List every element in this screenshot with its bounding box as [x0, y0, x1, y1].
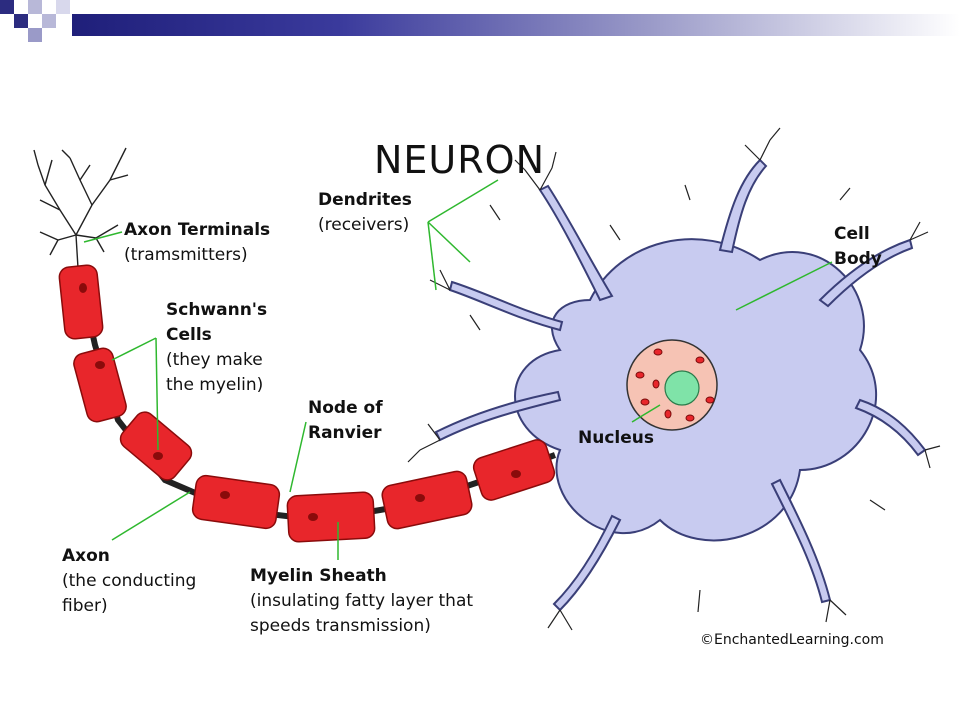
slide-header-bar: [0, 0, 960, 48]
dendrites-label: Dendrites (receivers): [318, 188, 412, 238]
axon-terminals-label: Axon Terminals (tramsmitters): [124, 218, 270, 268]
diagram-title: NEURON: [374, 138, 545, 182]
nucleus-name: Nucleus: [578, 428, 654, 448]
header-square-1: [0, 0, 14, 14]
schwann-desc1: (they make: [166, 350, 263, 370]
copyright-text: ©EnchantedLearning.com: [700, 632, 884, 648]
schwann-desc2: the myelin): [166, 375, 264, 395]
myelin-desc1: (insulating fatty layer that: [250, 591, 474, 611]
schwann-cells-label: Schwann's Cells (they make the myelin): [166, 298, 267, 398]
header-square-4: [42, 14, 56, 28]
axon-desc1: (the conducting: [62, 571, 197, 591]
header-square-6: [56, 0, 70, 14]
axon-terminals-name: Axon Terminals: [124, 220, 271, 240]
axon-name: Axon: [62, 546, 110, 566]
nucleus-label: Nucleus: [578, 426, 654, 451]
axon-myelin-chain: [58, 264, 557, 543]
myelin-name: Myelin Sheath: [250, 566, 387, 586]
dendrites-name: Dendrites: [318, 190, 412, 210]
header-gradient-bar: [72, 14, 960, 36]
node-line1: Node of: [308, 398, 383, 418]
header-square-3: [28, 0, 42, 14]
header-square-2: [14, 14, 28, 28]
leader-lines: [83, 179, 833, 560]
myelin-desc2: speeds transmission): [250, 616, 431, 636]
axon-terminal-branches: [33, 147, 129, 269]
header-square-5: [28, 28, 42, 42]
node-of-ranvier-label: Node of Ranvier: [308, 396, 383, 446]
node-line2: Ranvier: [308, 423, 382, 443]
cell-body-line2: Body: [834, 249, 882, 269]
schwann-name: Schwann's: [166, 300, 268, 320]
myelin-sheath-label: Myelin Sheath (insulating fatty layer th…: [250, 564, 473, 639]
cell-body-line1: Cell: [834, 224, 870, 244]
schwann-name2: Cells: [166, 325, 212, 345]
cell-body-label: Cell Body: [834, 222, 882, 272]
axon-desc2: fiber): [62, 596, 108, 616]
axon-label: Axon (the conducting fiber): [62, 544, 196, 619]
nucleus-shape: [626, 339, 718, 431]
axon-terminals-desc: (tramsmitters): [124, 245, 248, 265]
dendrites-desc: (receivers): [318, 215, 410, 235]
